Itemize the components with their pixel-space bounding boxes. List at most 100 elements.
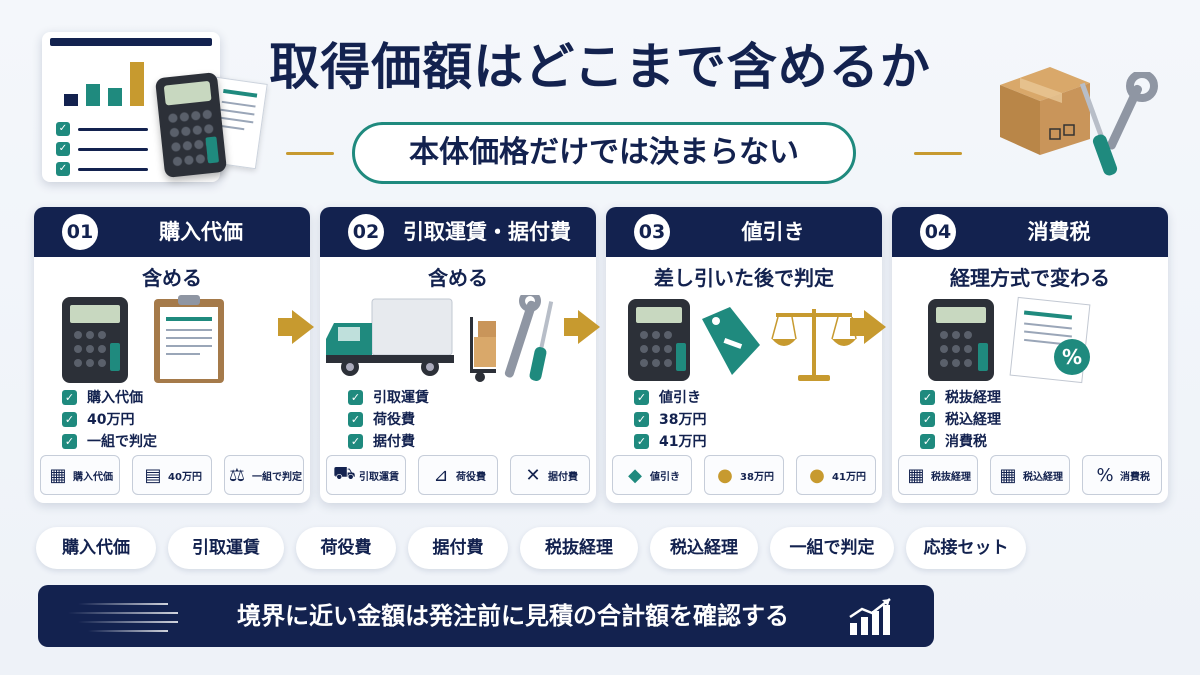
arrow-right-icon [864,310,886,344]
step-title: 消費税 [1027,220,1091,244]
check-icon: ✓ [348,411,363,427]
check-icon: ✓ [634,433,649,449]
price-tag-icon: ◆ [628,464,642,486]
tag-chip: ⛟引取運賃 [326,455,406,495]
keyword-pill: 据付費 [408,527,508,569]
tag-chip: ⚖一組で判定 [224,455,304,495]
tag-chip: ●41万円 [796,455,876,495]
truck-icon: ⛟ [333,463,356,484]
money-stack-icon: ▤ [144,464,162,486]
check-icon: ✓ [634,411,649,427]
check-icon: ✓ [56,122,70,136]
step-title: 購入代価 [159,220,243,244]
check-icon: ✓ [56,142,70,156]
keyword-pill: 税込経理 [650,527,758,569]
list-item: ✓購入代価 [62,386,157,408]
step-subtitle: 含める [428,266,488,290]
arrow-tail [564,318,578,336]
step-card-4: 04 消費税 経理方式で変わる % ✓税抜経理 ✓税込経理 ✓消費税 ▦税抜経理… [892,207,1168,503]
calculator-icon: ▦ [49,464,67,486]
check-icon: ✓ [62,433,77,449]
arrow-right-icon [578,310,600,344]
list-item: ✓引取運賃 [348,386,429,408]
speed-line [78,603,168,605]
step-tags: ▦購入代価 ▤40万円 ⚖一組で判定 [40,455,304,495]
cardboard-box-icon [1000,67,1090,155]
tag-chip: ✕据付費 [510,455,590,495]
step-card-3: 03 値引き 差し引いた後で判定 ✓値引き ✓38万円 ✓41万円 ◆値引き ●… [606,207,882,503]
list-line [78,128,148,131]
chart-bar [86,84,100,106]
speed-line [68,612,178,614]
percent-icon: % [1096,464,1114,486]
step-number: 01 [62,214,98,250]
step-card-1: 01 購入代価 含める ✓購入代価 ✓40万円 ✓一組で判定 ▦購入代価 ▤40… [34,207,310,503]
step-tags: ⛟引取運賃 ⊿荷役費 ✕据付費 [326,455,590,495]
keyword-pill: 税抜経理 [520,527,638,569]
list-item: ✓据付費 [348,430,429,452]
list-item: ✓38万円 [634,408,706,430]
calculator-icon: ▦ [999,464,1017,486]
chart-bar [64,94,78,106]
page-title: 取得価額はどこまで含めるか [269,38,931,96]
step-card-header: 02 引取運賃・据付費 [320,207,596,257]
list-item: ✓荷役費 [348,408,429,430]
list-item: ✓消費税 [920,430,1001,452]
tag-chip: %消費税 [1082,455,1162,495]
calculator-icon [154,72,228,178]
list-item: ✓一組で判定 [62,430,157,452]
svg-text:%: % [1062,345,1082,369]
check-icon: ✓ [634,389,649,405]
wrench-screwdriver-icon [1079,72,1158,176]
chart-bar [130,62,144,106]
check-icon: ✓ [920,433,935,449]
list-line [78,168,148,171]
check-icon: ✓ [62,389,77,405]
arrow-tail [278,318,292,336]
list-item: ✓値引き [634,386,706,408]
check-icon: ✓ [62,411,77,427]
coins-icon: ● [717,464,733,486]
hand-truck-icon: ⊿ [433,464,449,486]
calculator-document-percent-illustration: % [928,296,1091,384]
keyword-pill: 一組で判定 [770,527,894,569]
step-number: 04 [920,214,956,250]
banner-message: 境界に近い金額は発注前に見積の合計額を確認する [237,602,789,630]
step-checklist: ✓購入代価 ✓40万円 ✓一組で判定 [62,386,157,452]
list-line [78,148,148,151]
divider-line [914,152,962,155]
step-subtitle: 含める [142,266,202,290]
list-item: ✓税込経理 [920,408,1001,430]
check-icon: ✓ [56,162,70,176]
step-checklist: ✓値引き ✓38万円 ✓41万円 [634,386,706,452]
step-checklist: ✓引取運賃 ✓荷役費 ✓据付費 [348,386,429,452]
step-card-header: 01 購入代価 [34,207,310,257]
tag-chip: ⊿荷役費 [418,455,498,495]
list-item: ✓41万円 [634,430,706,452]
truck-tools-illustration [326,295,554,382]
step-number: 02 [348,214,384,250]
calculator-tag-scale-illustration [628,299,857,381]
arrow-right-icon [292,310,314,344]
step-checklist: ✓税抜経理 ✓税込経理 ✓消費税 [920,386,1001,452]
scale-icon: ⚖ [228,464,246,486]
step-card-2: 02 引取運賃・据付費 含める ✓引取運賃 ✓荷役費 ✓据付費 ⛟引取運賃 ⊿荷… [320,207,596,503]
check-icon: ✓ [920,411,935,427]
bottom-banner: 境界に近い金額は発注前に見積の合計額を確認する [38,585,934,647]
step-title: 引取運賃・据付費 [403,220,571,244]
keyword-pill: 応接セット [906,527,1026,569]
check-icon: ✓ [920,389,935,405]
tag-chip: ◆値引き [612,455,692,495]
page-subtitle: 本体価格だけでは決まらない [352,122,856,184]
step-title: 値引き [741,220,805,244]
tag-chip: ▦税抜経理 [898,455,978,495]
calculator-icon: ▦ [907,464,925,486]
keyword-pill: 引取運賃 [168,527,284,569]
speed-line [78,621,178,623]
list-item: ✓税抜経理 [920,386,1001,408]
step-subtitle: 経理方式で変わる [950,266,1110,290]
tools-icon: ✕ [525,464,541,486]
coins-icon: ● [809,464,825,486]
divider-line [286,152,334,155]
step-card-header: 03 値引き [606,207,882,257]
